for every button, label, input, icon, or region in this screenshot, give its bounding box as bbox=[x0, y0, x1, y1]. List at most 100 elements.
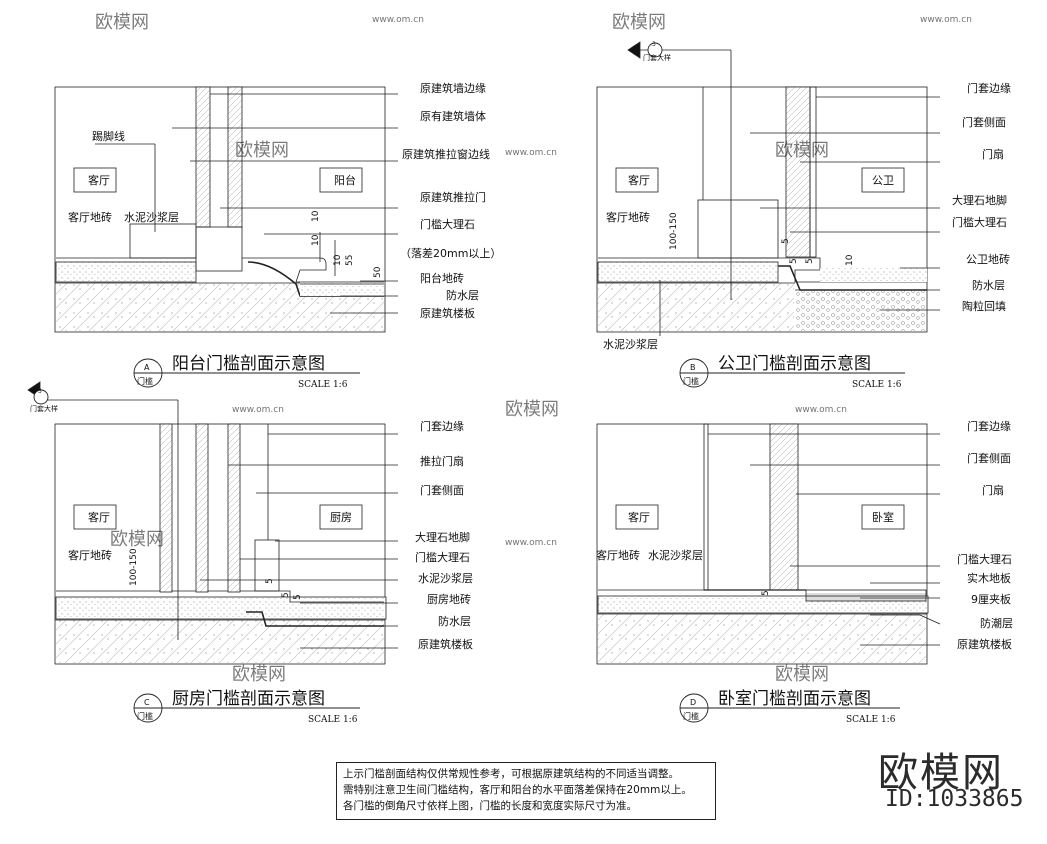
brand-id: ID:1033865 bbox=[885, 786, 1024, 812]
panel-c bbox=[27, 381, 398, 665]
panel-a-dim-3: 55 bbox=[345, 255, 355, 266]
notes-box: 上示门槛剖面结构仅供常规性参考，可根据原建筑结构的不同适当调整。 需特别注意卫生… bbox=[336, 762, 716, 820]
panel-b-room-right: 公卫 bbox=[872, 174, 894, 187]
panel-a-label-7: 防水层 bbox=[446, 288, 479, 302]
watermark-brand-8: 欧模网 bbox=[775, 664, 829, 685]
panel-d-label-4: 实木地板 bbox=[967, 571, 1011, 585]
panel-a-code: A bbox=[144, 363, 150, 372]
panel-c-label-4: 门槛大理石 bbox=[415, 550, 470, 564]
panel-c-sliding-leaf-1 bbox=[195, 423, 209, 593]
panel-b-frame bbox=[596, 86, 928, 333]
panel-d-label-6: 防潮层 bbox=[980, 616, 1013, 630]
panel-a-waterproof bbox=[247, 261, 384, 297]
panel-a-mortar bbox=[55, 261, 197, 283]
panel-b-label-6: 防水层 bbox=[972, 278, 1005, 292]
panel-b-code: B bbox=[690, 363, 696, 372]
panel-a-dim-4: 50 bbox=[373, 266, 383, 278]
panel-c-label-7: 防水层 bbox=[438, 614, 471, 628]
panel-c-frame bbox=[54, 423, 386, 665]
panel-a bbox=[54, 86, 398, 333]
panel-b-left-label-0: 客厅地砖 bbox=[606, 210, 650, 224]
panel-b-dim-1: 5 bbox=[781, 238, 791, 244]
watermark-brand-7: 欧模网 bbox=[232, 664, 286, 685]
note-line-1: 需特别注意卫生间门槛结构，客厅和阳台的水平面落差保持在20mm以上。 bbox=[343, 784, 692, 796]
panel-c-room-left: 客厅 bbox=[88, 510, 110, 524]
watermark-site-5: www.om.cn bbox=[795, 405, 847, 415]
panel-a-label-6: 阳台地砖 bbox=[420, 271, 464, 285]
panel-b-door-casing bbox=[809, 86, 817, 258]
panel-b-ref-text: 门套大样 bbox=[643, 53, 671, 62]
panel-c-title: 厨房门槛剖面示意图 bbox=[172, 689, 325, 709]
panel-d-label-3: 门槛大理石 bbox=[957, 552, 1012, 566]
watermark-brand-6: 欧模网 bbox=[110, 529, 164, 550]
panel-c-label-8: 原建筑楼板 bbox=[418, 637, 473, 651]
panel-c-label-6: 厨房地砖 bbox=[427, 592, 471, 606]
panel-b bbox=[596, 41, 940, 336]
panel-b-dim-2: 5 bbox=[789, 258, 799, 264]
panel-c-left-label-0: 客厅地砖 bbox=[68, 548, 112, 562]
panel-b-dim-0: 100-150 bbox=[669, 212, 679, 250]
panel-b-ceramsite-fill bbox=[795, 290, 926, 331]
panel-b-dim-3: 5 bbox=[805, 258, 815, 264]
panel-d-dim-0: 5 bbox=[761, 590, 771, 596]
panel-d-left-label-1: 水泥沙浆层 bbox=[648, 548, 703, 562]
panel-a-label-2: 原建筑推拉窗边线 bbox=[402, 147, 490, 161]
panel-d-room-left: 客厅 bbox=[628, 510, 650, 524]
panel-b-marble-skirting bbox=[697, 199, 779, 259]
panel-b-marble-sill bbox=[778, 257, 927, 283]
panel-b-ref-num: 3 bbox=[652, 41, 656, 48]
panel-b-label-4: 门槛大理石 bbox=[952, 215, 1007, 229]
panel-a-label-3: 原建筑推拉门 bbox=[420, 190, 486, 204]
panel-d bbox=[596, 423, 941, 665]
panel-d-frame bbox=[596, 423, 928, 665]
panel-b-label-3: 大理石地脚 bbox=[952, 193, 1007, 207]
panel-c-marble-sill bbox=[246, 590, 384, 603]
panel-b-waterproof bbox=[778, 265, 927, 291]
panel-b-label-0: 门套边缘 bbox=[967, 81, 1011, 95]
panel-a-tag: 门槛 bbox=[137, 376, 153, 386]
panel-c-label-1: 推拉门扇 bbox=[420, 454, 464, 468]
watermark-site-6: www.om.cn bbox=[505, 538, 557, 548]
panel-a-label-4: 门槛大理石 bbox=[420, 217, 475, 231]
panel-b-left-label-1: 水泥沙浆层 bbox=[603, 337, 658, 351]
panel-d-room-right: 卧室 bbox=[872, 510, 894, 524]
panel-a-left-label-2: 水泥沙浆层 bbox=[124, 210, 179, 224]
panel-b-scale: SCALE 1:6 bbox=[852, 380, 902, 390]
panel-a-room-right: 阳台 bbox=[334, 173, 356, 187]
panel-a-left-label-1: 客厅地砖 bbox=[68, 210, 112, 224]
panel-a-skirting bbox=[129, 223, 197, 259]
panel-d-label-5: 9厘夹板 bbox=[971, 592, 1011, 606]
panel-b-room-left: 客厅 bbox=[628, 173, 650, 187]
panel-a-dim-1: 10 bbox=[311, 234, 321, 246]
panel-b-label-7: 陶粒回填 bbox=[962, 299, 1006, 313]
panel-d-wood-floor bbox=[805, 589, 927, 597]
panel-b-label-1: 门套侧面 bbox=[962, 115, 1006, 129]
panel-a-frame bbox=[54, 86, 386, 333]
panel-c-dim-0: 100-150 bbox=[129, 548, 139, 586]
panel-a-title: 阳台门槛剖面示意图 bbox=[172, 354, 325, 374]
panel-d-label-7: 原建筑楼板 bbox=[957, 637, 1012, 651]
panel-c-dim-2: 5 bbox=[281, 592, 291, 598]
panel-c-ref-num: 3 bbox=[38, 388, 42, 395]
panel-c-scale: SCALE 1:6 bbox=[308, 715, 358, 725]
panel-d-label-1: 门套侧面 bbox=[967, 451, 1011, 465]
panel-c-sliding-leaf-2 bbox=[227, 423, 241, 593]
panel-c-label-3: 大理石地脚 bbox=[415, 530, 470, 544]
panel-a-scale: SCALE 1:6 bbox=[298, 380, 348, 390]
panel-c-ref-text: 门套大样 bbox=[30, 404, 58, 413]
panel-b-dim-4: 10 bbox=[845, 254, 855, 266]
note-line-0: 上示门槛剖面结构仅供常规性参考，可根据原建筑结构的不同适当调整。 bbox=[343, 768, 679, 780]
panel-c-dim-1: 5 bbox=[265, 578, 275, 584]
panel-a-label-0: 原建筑墙边缘 bbox=[420, 81, 486, 95]
panel-c-tag: 门槛 bbox=[137, 711, 153, 721]
panel-c-dim-3: 5 bbox=[293, 594, 303, 600]
panel-d-left-label-0: 客厅地砖 bbox=[596, 548, 640, 562]
watermark-brand-4: 欧模网 bbox=[775, 140, 829, 161]
panel-d-code: D bbox=[690, 698, 696, 707]
watermark-brand-2: 欧模网 bbox=[612, 12, 666, 33]
panel-a-dim-0: 10 bbox=[311, 210, 321, 222]
watermark-brand-3: 欧模网 bbox=[235, 140, 289, 161]
panel-c-ref-bubble bbox=[33, 389, 49, 405]
panel-b-label-5: 公卫地砖 bbox=[966, 252, 1010, 266]
